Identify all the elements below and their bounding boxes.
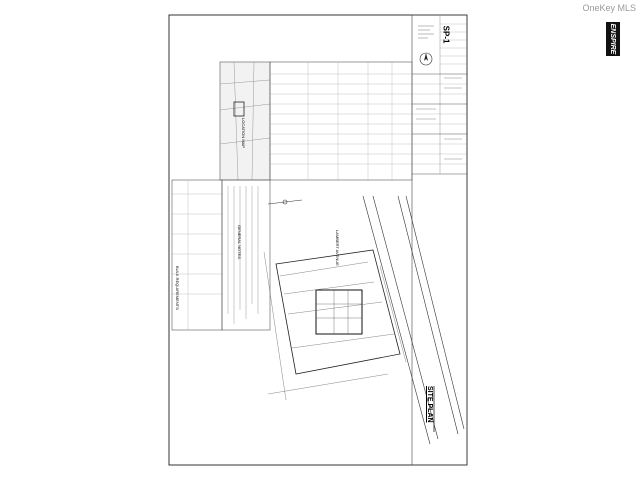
bulk-label: BULK REQUIREMENTS bbox=[175, 266, 180, 310]
site-plan-sheet: ENSPIRE bbox=[168, 14, 620, 466]
location-map bbox=[219, 61, 271, 181]
road-lines bbox=[362, 195, 465, 445]
lot-boundary bbox=[275, 249, 401, 375]
building-footprint bbox=[315, 289, 363, 335]
site-plan-title: SITE PLAN bbox=[426, 386, 433, 423]
brand-logo: ENSPIRE bbox=[606, 22, 620, 56]
street-label: LAMBERT AVENUE bbox=[335, 230, 340, 266]
watermark-text: OneKey MLS bbox=[582, 3, 636, 13]
site-plan-drawing bbox=[168, 14, 468, 466]
notes-label: GENERAL NOTES bbox=[237, 225, 242, 259]
compass-icon bbox=[267, 199, 303, 205]
zoning-table bbox=[269, 61, 413, 181]
sheet-border bbox=[168, 14, 468, 466]
notes-box bbox=[221, 179, 271, 331]
zoning-table-grid bbox=[270, 62, 412, 180]
location-map-label: LOCATION MAP bbox=[241, 118, 246, 148]
title-block-rows bbox=[412, 23, 467, 165]
title-block bbox=[411, 14, 468, 466]
sheet-number: SP-1 bbox=[441, 25, 451, 44]
